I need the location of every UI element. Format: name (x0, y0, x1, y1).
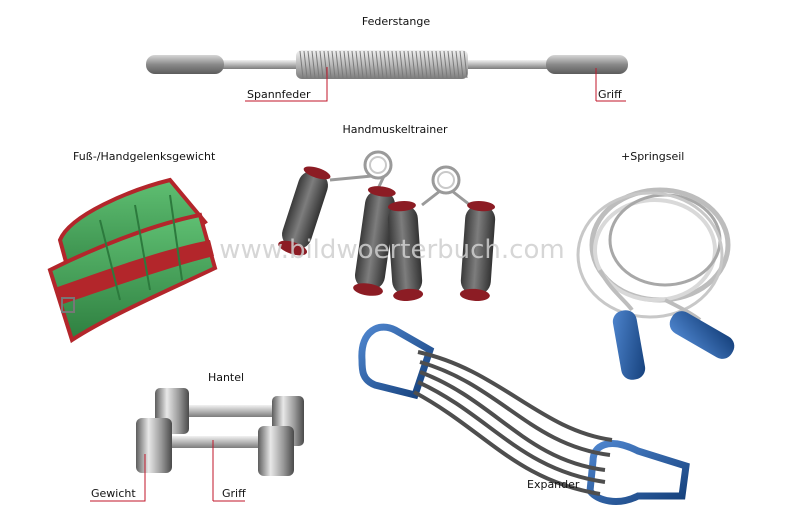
leader-lines (90, 67, 626, 502)
spring-coil (383, 50, 388, 79)
spring-coil (327, 50, 332, 79)
spring-coil (351, 50, 356, 79)
label-springseil-text: Springseil (630, 150, 685, 163)
label-griff-top: Griff (598, 88, 622, 101)
spring-coil (459, 50, 464, 79)
handmuskeltrainer-drawing (278, 150, 496, 301)
spring-coil (395, 50, 400, 79)
spring-coil (447, 50, 452, 79)
label-springseil: +Springseil (621, 150, 684, 163)
spring-coil (391, 50, 396, 79)
spring-coil (443, 50, 448, 79)
label-federstange: Federstange (361, 15, 431, 28)
spring-coil (315, 50, 320, 79)
spring-coil (455, 50, 460, 79)
label-griff-bottom: Griff (222, 487, 246, 500)
federstange-drawing (146, 50, 628, 79)
label-fuss-handgelenksgewicht: Fuß-/Handgelenksgewicht (73, 150, 216, 163)
spring-coil (371, 50, 376, 79)
spring-coil (435, 50, 440, 79)
spring-coil (299, 50, 304, 79)
expander-drawing (358, 323, 690, 505)
spring-coil (411, 50, 416, 79)
spring-coil (387, 50, 392, 79)
spring-coil (463, 50, 468, 79)
spring-coil (359, 50, 364, 79)
spring-coil (335, 50, 340, 79)
spring-coil (343, 50, 348, 79)
ankle-weight-drawing (47, 177, 218, 344)
label-spannfeder: Spannfeder (247, 88, 311, 101)
hand-grip-left (278, 150, 396, 296)
spring-coil (331, 50, 336, 79)
spring-coil (415, 50, 420, 79)
spring-coil (363, 50, 368, 79)
label-hantel: Hantel (207, 371, 245, 384)
spring-coil (307, 50, 312, 79)
federstange-left-grip (146, 55, 224, 74)
spring-coil (451, 50, 456, 79)
label-handmuskeltrainer: Handmuskeltrainer (342, 123, 448, 136)
spring-coil (431, 50, 436, 79)
hantel-drawing (136, 388, 304, 476)
spring-coil (319, 50, 324, 79)
label-expander: Expander (527, 478, 580, 491)
spring-coil (439, 50, 444, 79)
spring-coil (347, 50, 352, 79)
rope-handle-right (669, 311, 735, 359)
spring-coil (367, 50, 372, 79)
spring-coil (419, 50, 424, 79)
plus-symbol: + (621, 150, 631, 163)
spring-coil (311, 50, 316, 79)
spring-coil (303, 50, 308, 79)
spring-coil (375, 50, 380, 79)
hand-grip-right (387, 165, 496, 301)
spring-coil (427, 50, 432, 79)
federstange-right-grip (546, 55, 628, 74)
spring-coil (379, 50, 384, 79)
springseil-drawing (576, 187, 735, 380)
spring-coil (403, 50, 408, 79)
spring-coil (423, 50, 428, 79)
spring-coil (339, 50, 344, 79)
spring-coil (407, 50, 412, 79)
spring-coil (399, 50, 404, 79)
rope-handle-left (612, 310, 646, 380)
label-gewicht: Gewicht (91, 487, 136, 500)
spring-coil (355, 50, 360, 79)
watermark-text: www.bildwoerterbuch.com (219, 235, 564, 265)
